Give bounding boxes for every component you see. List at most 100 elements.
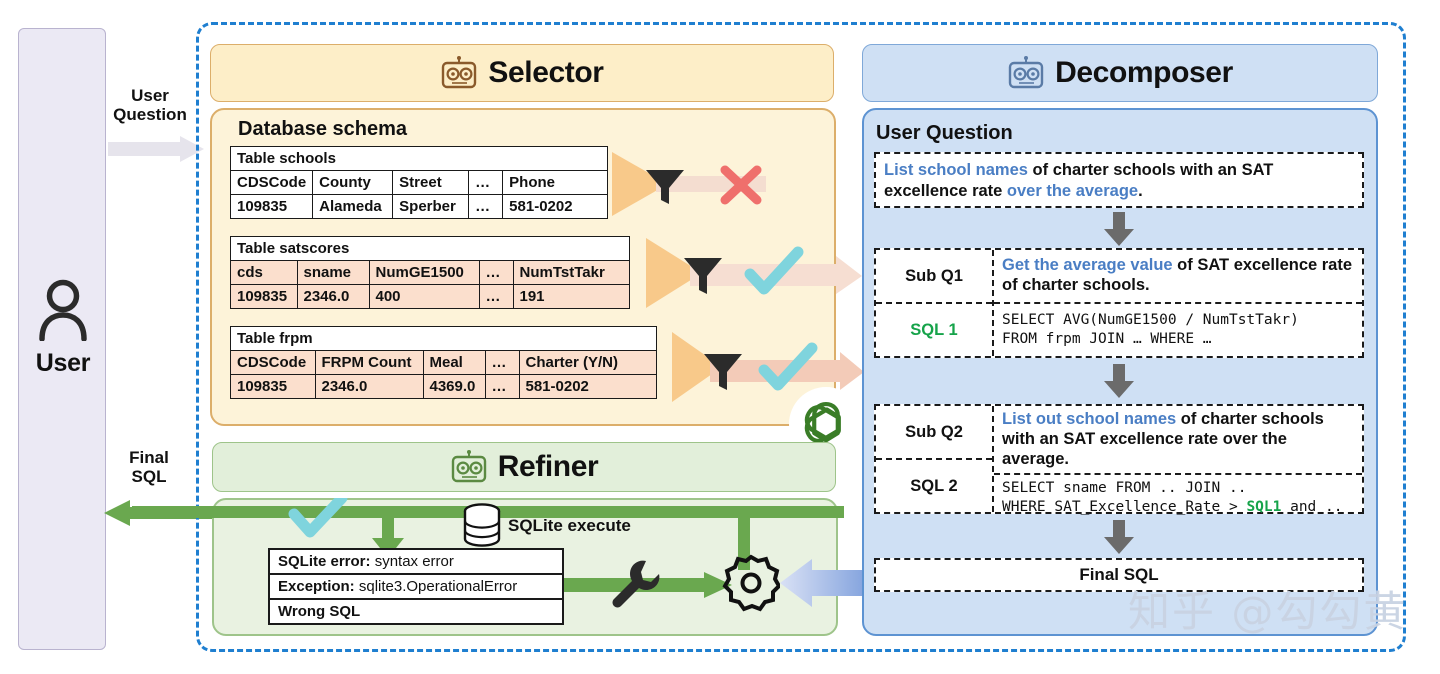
- question-middle: of charter schools with an SAT excellenc…: [884, 161, 1274, 200]
- question-highlight: over the average: [1006, 181, 1139, 200]
- table-cell: 400: [369, 284, 480, 308]
- question-highlight: List school names: [884, 161, 1028, 179]
- decomposer-panel-header: Decomposer: [862, 44, 1378, 102]
- column-header: Phone: [502, 171, 607, 195]
- sub-question-1-card: Sub Q1 SQL 1 Get the average value of SA…: [874, 248, 1364, 358]
- user-column: User: [18, 28, 106, 650]
- error-row: SQLite error: syntax error: [270, 550, 562, 575]
- sub-question-2-card: Sub Q2 SQL 2 List out school names of ch…: [874, 404, 1364, 515]
- sql-1-line-1: SELECT AVG(NumGE1500 / NumTstTakr): [1002, 312, 1299, 329]
- sql-2-code: SELECT sname FROM .. JOIN .. WHERE SAT_E…: [1002, 479, 1342, 517]
- funnel-icon: [646, 170, 684, 204]
- table-cell: 109835: [231, 194, 314, 218]
- system-boundary: [196, 22, 1406, 652]
- sql-2-line-2-pre: WHERE SAT_Excellence_Rate >: [1002, 499, 1247, 516]
- table-name: Table schools: [231, 147, 607, 171]
- table-cell: …: [468, 194, 504, 218]
- table-cell: 109835: [231, 374, 316, 398]
- filter-row-frpm: [672, 330, 864, 402]
- selector-title: Selector: [488, 56, 604, 89]
- sql-1-text-cell: SELECT AVG(NumGE1500 / NumTstTakr) FROM …: [994, 304, 1362, 356]
- check-icon: [744, 246, 804, 295]
- column-header: NumTstTakr: [513, 261, 629, 285]
- sub-q1-tag-cell: Sub Q1: [876, 250, 992, 304]
- column-header: …: [485, 351, 520, 375]
- sub-question-1-content: Get the average value of SAT excellence …: [994, 250, 1362, 356]
- table-cell: Sperber: [392, 194, 470, 218]
- table-row: CDSCode County Street … Phone: [231, 171, 607, 195]
- filter-row-satscores: [646, 236, 862, 308]
- column-header: cds: [231, 261, 298, 285]
- table-row: 109835 2346.0 400 … 191: [231, 284, 629, 308]
- column-header: CDSCode: [231, 171, 314, 195]
- wrench-icon: [608, 556, 660, 608]
- table-row: 109835 Alameda Sperber … 581-0202: [231, 194, 607, 218]
- sqlite-execute-label: SQLite execute: [508, 516, 631, 535]
- column-header: Meal: [423, 351, 486, 375]
- error-row: Wrong SQL: [270, 600, 562, 623]
- sub-q1-text: Get the average value of SAT excellence …: [1002, 256, 1354, 296]
- table-cell: Alameda: [312, 194, 394, 218]
- table-cell: 581-0202: [509, 198, 573, 215]
- table-cell: 2346.0: [297, 284, 370, 308]
- column-header: …: [479, 261, 514, 285]
- user-icon: [37, 279, 89, 341]
- sub-q2-tag: Sub Q2: [905, 422, 963, 441]
- refiner-title: Refiner: [497, 450, 599, 483]
- sub-q2-text-cell: List out school names of charter schools…: [994, 406, 1362, 476]
- cross-icon: [720, 165, 762, 205]
- sub-question-2-content: List out school names of charter schools…: [994, 406, 1362, 515]
- table-cell: 4369.0: [423, 374, 486, 398]
- sql-2-tag: SQL 2: [910, 476, 958, 495]
- table-frpm: Table frpm CDSCode FRPM Count Meal … Cha…: [230, 326, 657, 399]
- table-cell: 581-0202: [519, 374, 656, 398]
- database-icon: [462, 503, 502, 547]
- table-cell: 2346.0: [315, 374, 424, 398]
- error-label: Wrong SQL: [278, 603, 361, 620]
- gear-icon: [722, 554, 780, 612]
- sql-2-reference: SQL1: [1246, 499, 1282, 516]
- funnel-icon: [684, 258, 722, 294]
- user-question-card: List school names of charter schools wit…: [874, 152, 1364, 208]
- funnel-icon: [704, 354, 742, 390]
- table-row: 109835 2346.0 4369.0 … 581-0202: [231, 374, 656, 398]
- sql-2-line-2-post: and ..: [1281, 499, 1343, 516]
- table-cell: 109835: [231, 284, 298, 308]
- sub-question-1-tags: Sub Q1 SQL 1: [876, 250, 994, 356]
- final-sql-card: Final SQL: [874, 558, 1364, 592]
- check-icon: [288, 498, 348, 538]
- table-row: CDSCode FRPM Count Meal … Charter (Y/N): [231, 351, 656, 375]
- database-schema-title: Database schema: [238, 118, 407, 140]
- sql-2-line-1: SELECT sname FROM .. JOIN ..: [1002, 480, 1247, 497]
- sql-2-text-cell: SELECT sname FROM .. JOIN .. WHERE SAT_E…: [994, 475, 1362, 521]
- column-header: sname: [297, 261, 370, 285]
- sub-q2-rest: of charter schools with an SAT excellenc…: [1002, 410, 1324, 468]
- sub-q1-tag: Sub Q1: [905, 266, 963, 285]
- sub-q2-tag-cell: Sub Q2: [876, 406, 992, 460]
- step-arrow-2: [1104, 364, 1134, 398]
- table-cell: 191: [513, 284, 629, 308]
- sub-question-2-tags: Sub Q2 SQL 2: [876, 406, 994, 512]
- table-cell: …: [485, 374, 520, 398]
- question-tail: .: [1138, 181, 1143, 200]
- sql-1-tag-cell: SQL 1: [876, 304, 992, 356]
- column-header: Street: [392, 171, 470, 195]
- table-name: Table frpm: [231, 327, 656, 351]
- step-arrow-1: [1104, 212, 1134, 246]
- step-arrow-3: [1104, 520, 1134, 554]
- table-name: Table satscores: [231, 237, 629, 261]
- column-header: …: [468, 171, 504, 195]
- robot-icon: [440, 56, 478, 90]
- column-header: CDSCode: [231, 351, 316, 375]
- sub-q1-text-cell: Get the average value of SAT excellence …: [994, 250, 1362, 304]
- refiner-panel-header: Refiner: [212, 442, 836, 492]
- column-header: Charter (Y/N): [519, 351, 656, 375]
- table-row: cds sname NumGE1500 … NumTstTakr: [231, 261, 629, 285]
- user-question-section-title: User Question: [876, 122, 1013, 144]
- sql-1-line-2: FROM frpm JOIN … WHERE …: [1002, 331, 1212, 347]
- table-cell: …: [479, 284, 514, 308]
- column-header: NumGE1500: [369, 261, 480, 285]
- sub-q1-rest: of SAT excellence rate of charter school…: [1002, 256, 1353, 294]
